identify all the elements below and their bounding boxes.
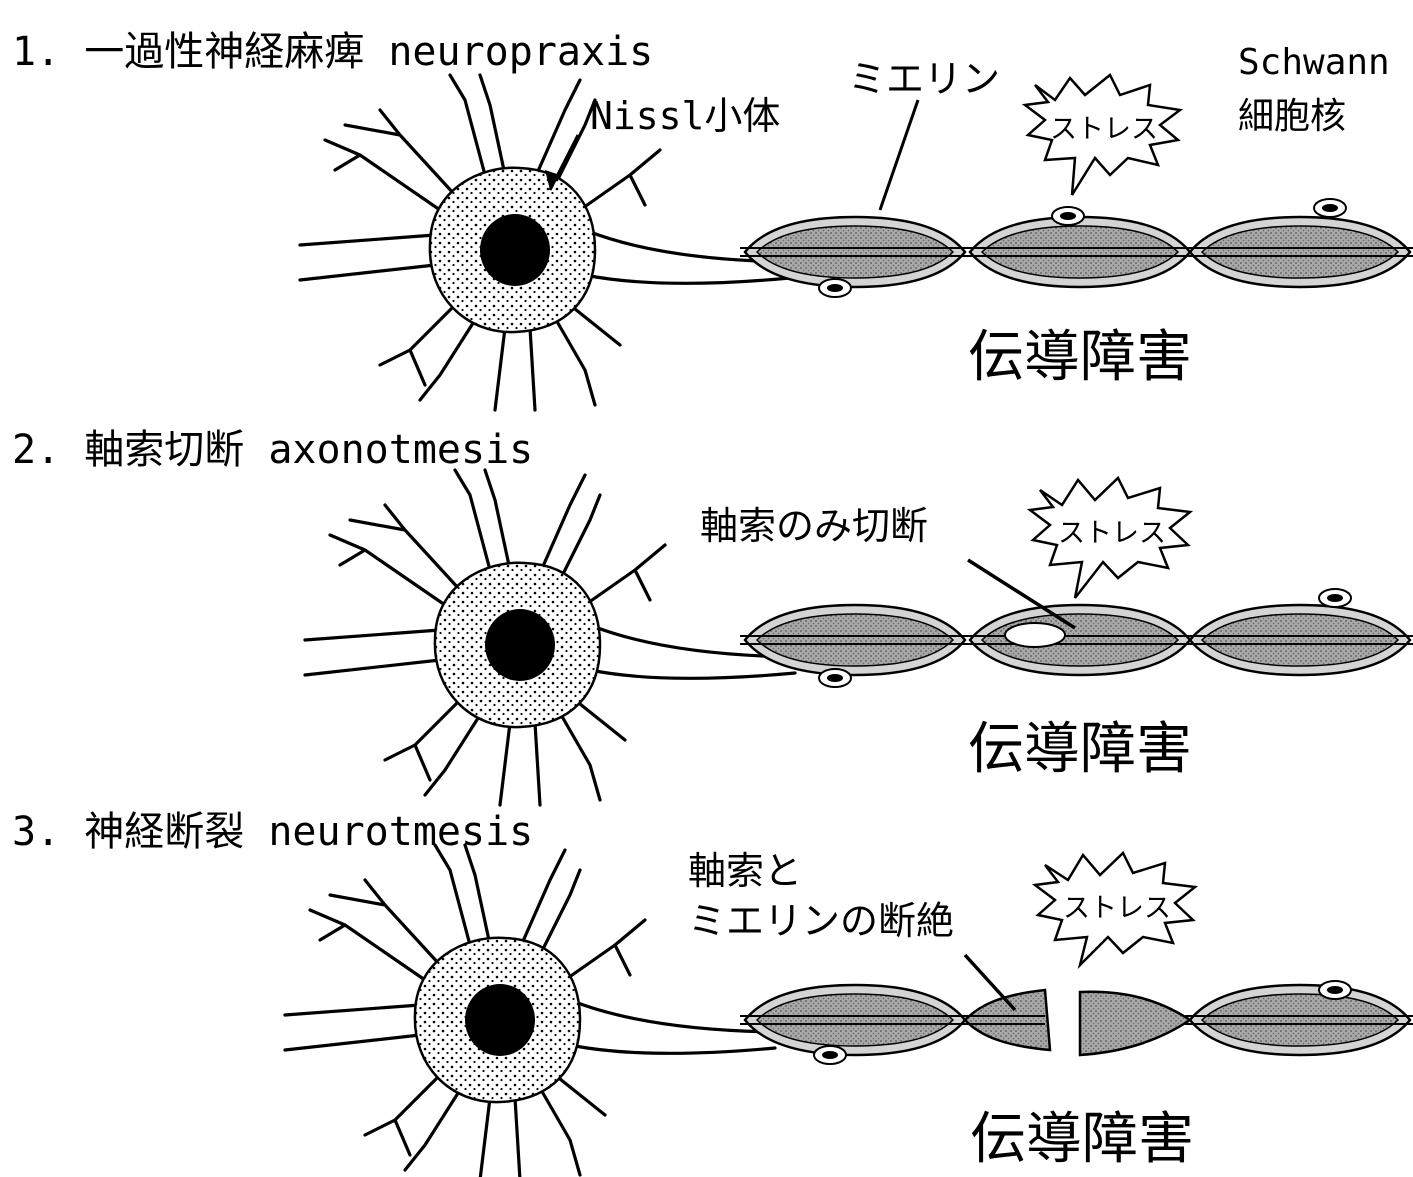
schwann-label-line2: 細胞核 — [1238, 96, 1346, 137]
section-3-result: 伝導障害 — [970, 1112, 1194, 1168]
section-1-result: 伝導障害 — [968, 330, 1192, 386]
myelin-label: ミエリン — [848, 58, 1000, 102]
section-2-result: 伝導障害 — [968, 722, 1192, 778]
stress-label-1: ストレス — [1050, 116, 1158, 143]
section-2-title: 2. 軸索切断 axonotmesis — [12, 430, 533, 470]
axon-and-label-line2: ミエリンの断絶 — [688, 900, 954, 944]
stress-label-2: ストレス — [1058, 520, 1166, 547]
schwann-label-line1: Schwann — [1238, 42, 1390, 83]
axon-and-label-line1: 軸索と — [688, 850, 802, 894]
nissl-body-label: Nissl小体 — [590, 95, 780, 139]
section-1-title: 1. 一過性神経麻痺 neuropraxis — [12, 32, 653, 72]
section-3-title: 3. 神経断裂 neurotmesis — [12, 812, 533, 852]
section-3-diagram — [285, 845, 1413, 1177]
axon-only-cut-label: 軸索のみ切断 — [700, 505, 928, 549]
stress-label-3: ストレス — [1063, 895, 1171, 922]
